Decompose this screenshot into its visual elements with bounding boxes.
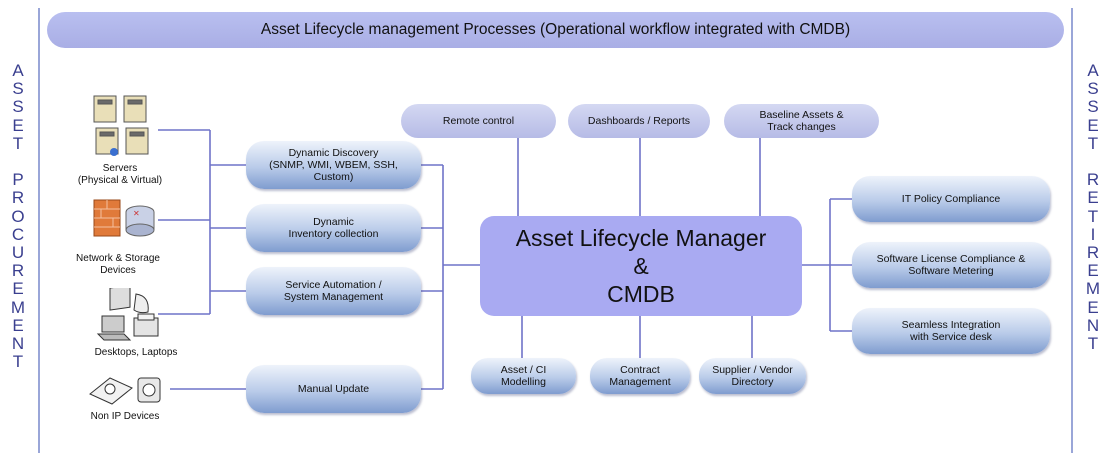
remote-control-box: Remote control: [401, 104, 556, 138]
dynamic-inventory-box: Dynamic Inventory collection: [246, 204, 421, 252]
dynamic-discovery-box: Dynamic Discovery (SNMP, WMI, WBEM, SSH,…: [246, 141, 421, 189]
retirement-letter: E: [1087, 115, 1099, 135]
retirement-letter: R: [1086, 243, 1100, 263]
procurement-letter: E: [12, 115, 24, 135]
retirement-letter: I: [1090, 224, 1096, 244]
procurement-letter: E: [12, 279, 24, 299]
network-storage-label: Network & Storage Devices: [76, 253, 160, 276]
center-title-line1: Asset Lifecycle Manager: [515, 225, 767, 251]
contract-management-box: Contract Management: [590, 358, 690, 394]
service-desk-integration-box: Seamless Integration with Service desk: [852, 308, 1050, 354]
asset-lifecycle-manager-cmdb: Asset Lifecycle Manager & CMDB: [480, 216, 802, 316]
retirement-letter: A: [1087, 61, 1099, 80]
center-title-line2: &: [633, 253, 649, 279]
it-policy-compliance-box: IT Policy Compliance: [852, 176, 1050, 222]
retirement-letter: T: [1087, 334, 1099, 354]
service-automation-box: Service Automation / System Management: [246, 267, 421, 315]
retirement-letter: M: [1085, 279, 1101, 299]
center-title-line3: CMDB: [607, 281, 675, 307]
manual-update-box: Manual Update: [246, 365, 421, 413]
retirement-letter: T: [1087, 133, 1099, 153]
procurement-letter: A: [12, 61, 24, 80]
retirement-letter: E: [1087, 261, 1099, 281]
diagram-title: Asset Lifecycle management Processes (Op…: [260, 21, 851, 38]
retirement-letter: R: [1086, 170, 1100, 190]
diagram-title-banner: Asset Lifecycle management Processes (Op…: [47, 12, 1064, 48]
software-license-compliance-box: Software License Compliance & Software M…: [852, 242, 1050, 288]
retirement-letter: S: [1087, 79, 1099, 99]
desktops-laptops-icon: [96, 288, 159, 341]
network-storage-icon: ✕: [93, 199, 155, 237]
retirement-letter: E: [1087, 297, 1099, 317]
procurement-letter: N: [11, 334, 25, 354]
non-ip-devices-label: Non IP Devices: [90, 411, 160, 422]
servers-label: Servers (Physical & Virtual): [77, 163, 163, 186]
supplier-vendor-directory-box: Supplier / Vendor Directory: [699, 358, 806, 394]
procurement-letter: E: [12, 315, 24, 335]
procurement-letter: M: [10, 297, 26, 317]
right-border-line: [1071, 8, 1073, 453]
retirement-letter: E: [1087, 188, 1099, 208]
non-ip-devices-icon: [89, 377, 161, 405]
procurement-letter: R: [11, 188, 25, 208]
procurement-letter: S: [12, 97, 24, 117]
baseline-assets-box: Baseline Assets & Track changes: [724, 104, 879, 138]
retirement-letter: N: [1086, 315, 1100, 335]
procurement-letter: O: [11, 206, 25, 226]
procurement-letter: S: [12, 79, 24, 99]
retirement-letter: T: [1087, 206, 1099, 226]
procurement-letter: C: [11, 224, 25, 244]
procurement-letter: T: [12, 133, 24, 153]
retirement-letter: S: [1087, 97, 1099, 117]
procurement-letter: T: [12, 352, 24, 372]
desktops-laptops-label: Desktops, Laptops: [94, 347, 178, 358]
dashboards-reports-box: Dashboards / Reports: [568, 104, 710, 138]
svg-text:✕: ✕: [133, 209, 140, 218]
left-border-line: [38, 8, 40, 453]
servers-icon: [93, 95, 149, 156]
procurement-letter: P: [12, 170, 24, 190]
procurement-letter: R: [11, 261, 25, 281]
procurement-letter: U: [11, 243, 25, 263]
asset-ci-modelling-box: Asset / CI Modelling: [471, 358, 576, 394]
